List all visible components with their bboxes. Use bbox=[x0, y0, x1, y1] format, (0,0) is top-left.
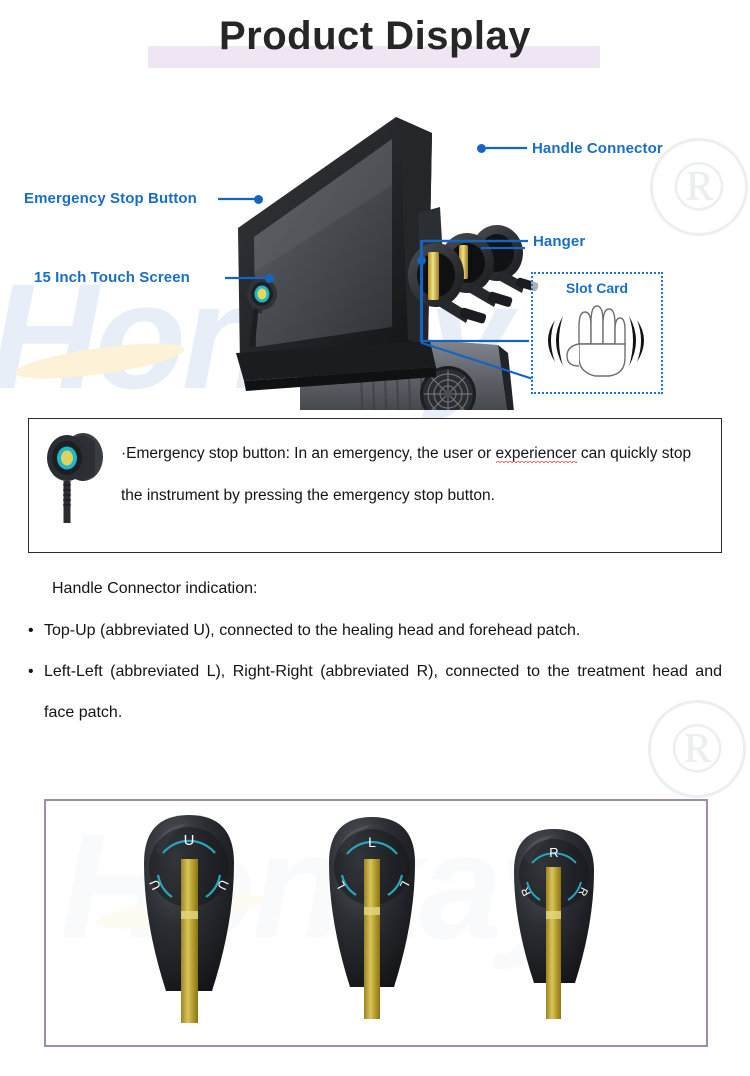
handle-r-graphic: R R R bbox=[514, 829, 594, 1019]
indication-heading: Handle Connector indication: bbox=[52, 580, 258, 597]
callout-dot-hanger bbox=[417, 256, 426, 265]
indication-item-2-text: Left-Left (abbreviated L), Right-Right (… bbox=[44, 663, 722, 721]
handle-l-top-label: L bbox=[368, 834, 376, 850]
indication-bullet-1: • bbox=[28, 622, 34, 639]
handle-connector-indication: Handle Connector indication: • Top-Up (a… bbox=[28, 580, 722, 733]
hand-wave-icon bbox=[548, 305, 644, 377]
indication-item-1-text: Top-Up (abbreviated U), connected to the… bbox=[44, 622, 581, 639]
note-text-part1: Emergency stop button: In an emergency, … bbox=[126, 445, 496, 462]
page-title-wrap: Product Display bbox=[0, 8, 750, 64]
callout-label-hanger: Hanger bbox=[533, 233, 586, 250]
emergency-stop-note-box: ·Emergency stop button: In an emergency,… bbox=[28, 418, 722, 553]
callout-dot-handle-connector bbox=[477, 144, 486, 153]
emergency-stop-note-text: ·Emergency stop button: In an emergency,… bbox=[121, 433, 707, 517]
slot-card-box: Slot Card bbox=[531, 272, 663, 394]
page-title: Product Display bbox=[218, 14, 531, 58]
indication-bullet-2: • bbox=[28, 663, 34, 680]
note-bullet: · bbox=[121, 445, 127, 462]
slot-card-label: Slot Card bbox=[565, 280, 629, 296]
indication-item-1: • Top-Up (abbreviated U), connected to t… bbox=[28, 610, 722, 651]
callout-label-emergency-stop: Emergency Stop Button bbox=[24, 190, 197, 207]
handles-panel: U U U L L L bbox=[44, 799, 708, 1047]
handle-u-graphic: U U U bbox=[144, 815, 234, 1023]
callout-label-touch-screen: 15 Inch Touch Screen bbox=[34, 269, 190, 286]
handle-l-graphic: L L L bbox=[329, 817, 415, 1019]
product-diagram: Emergency Stop Button 15 Inch Touch Scre… bbox=[0, 95, 750, 410]
callout-dot-touch-screen bbox=[265, 274, 274, 283]
misspelled-word: experiencer bbox=[495, 445, 577, 462]
handles-illustration: U U U L L L bbox=[144, 815, 594, 1023]
indication-item-2: • Left-Left (abbreviated L), Right-Right… bbox=[28, 651, 722, 733]
handle-r-top-label: R bbox=[549, 845, 558, 860]
handle-u-top-label: U bbox=[184, 832, 195, 849]
emergency-stop-button-icon bbox=[47, 433, 103, 523]
callout-label-handle-connector: Handle Connector bbox=[532, 140, 663, 157]
callout-dot-emergency-stop bbox=[254, 195, 263, 204]
note-text-part2: can quickly stop the instrument by press… bbox=[121, 445, 692, 504]
title-highlight-band bbox=[148, 46, 600, 68]
